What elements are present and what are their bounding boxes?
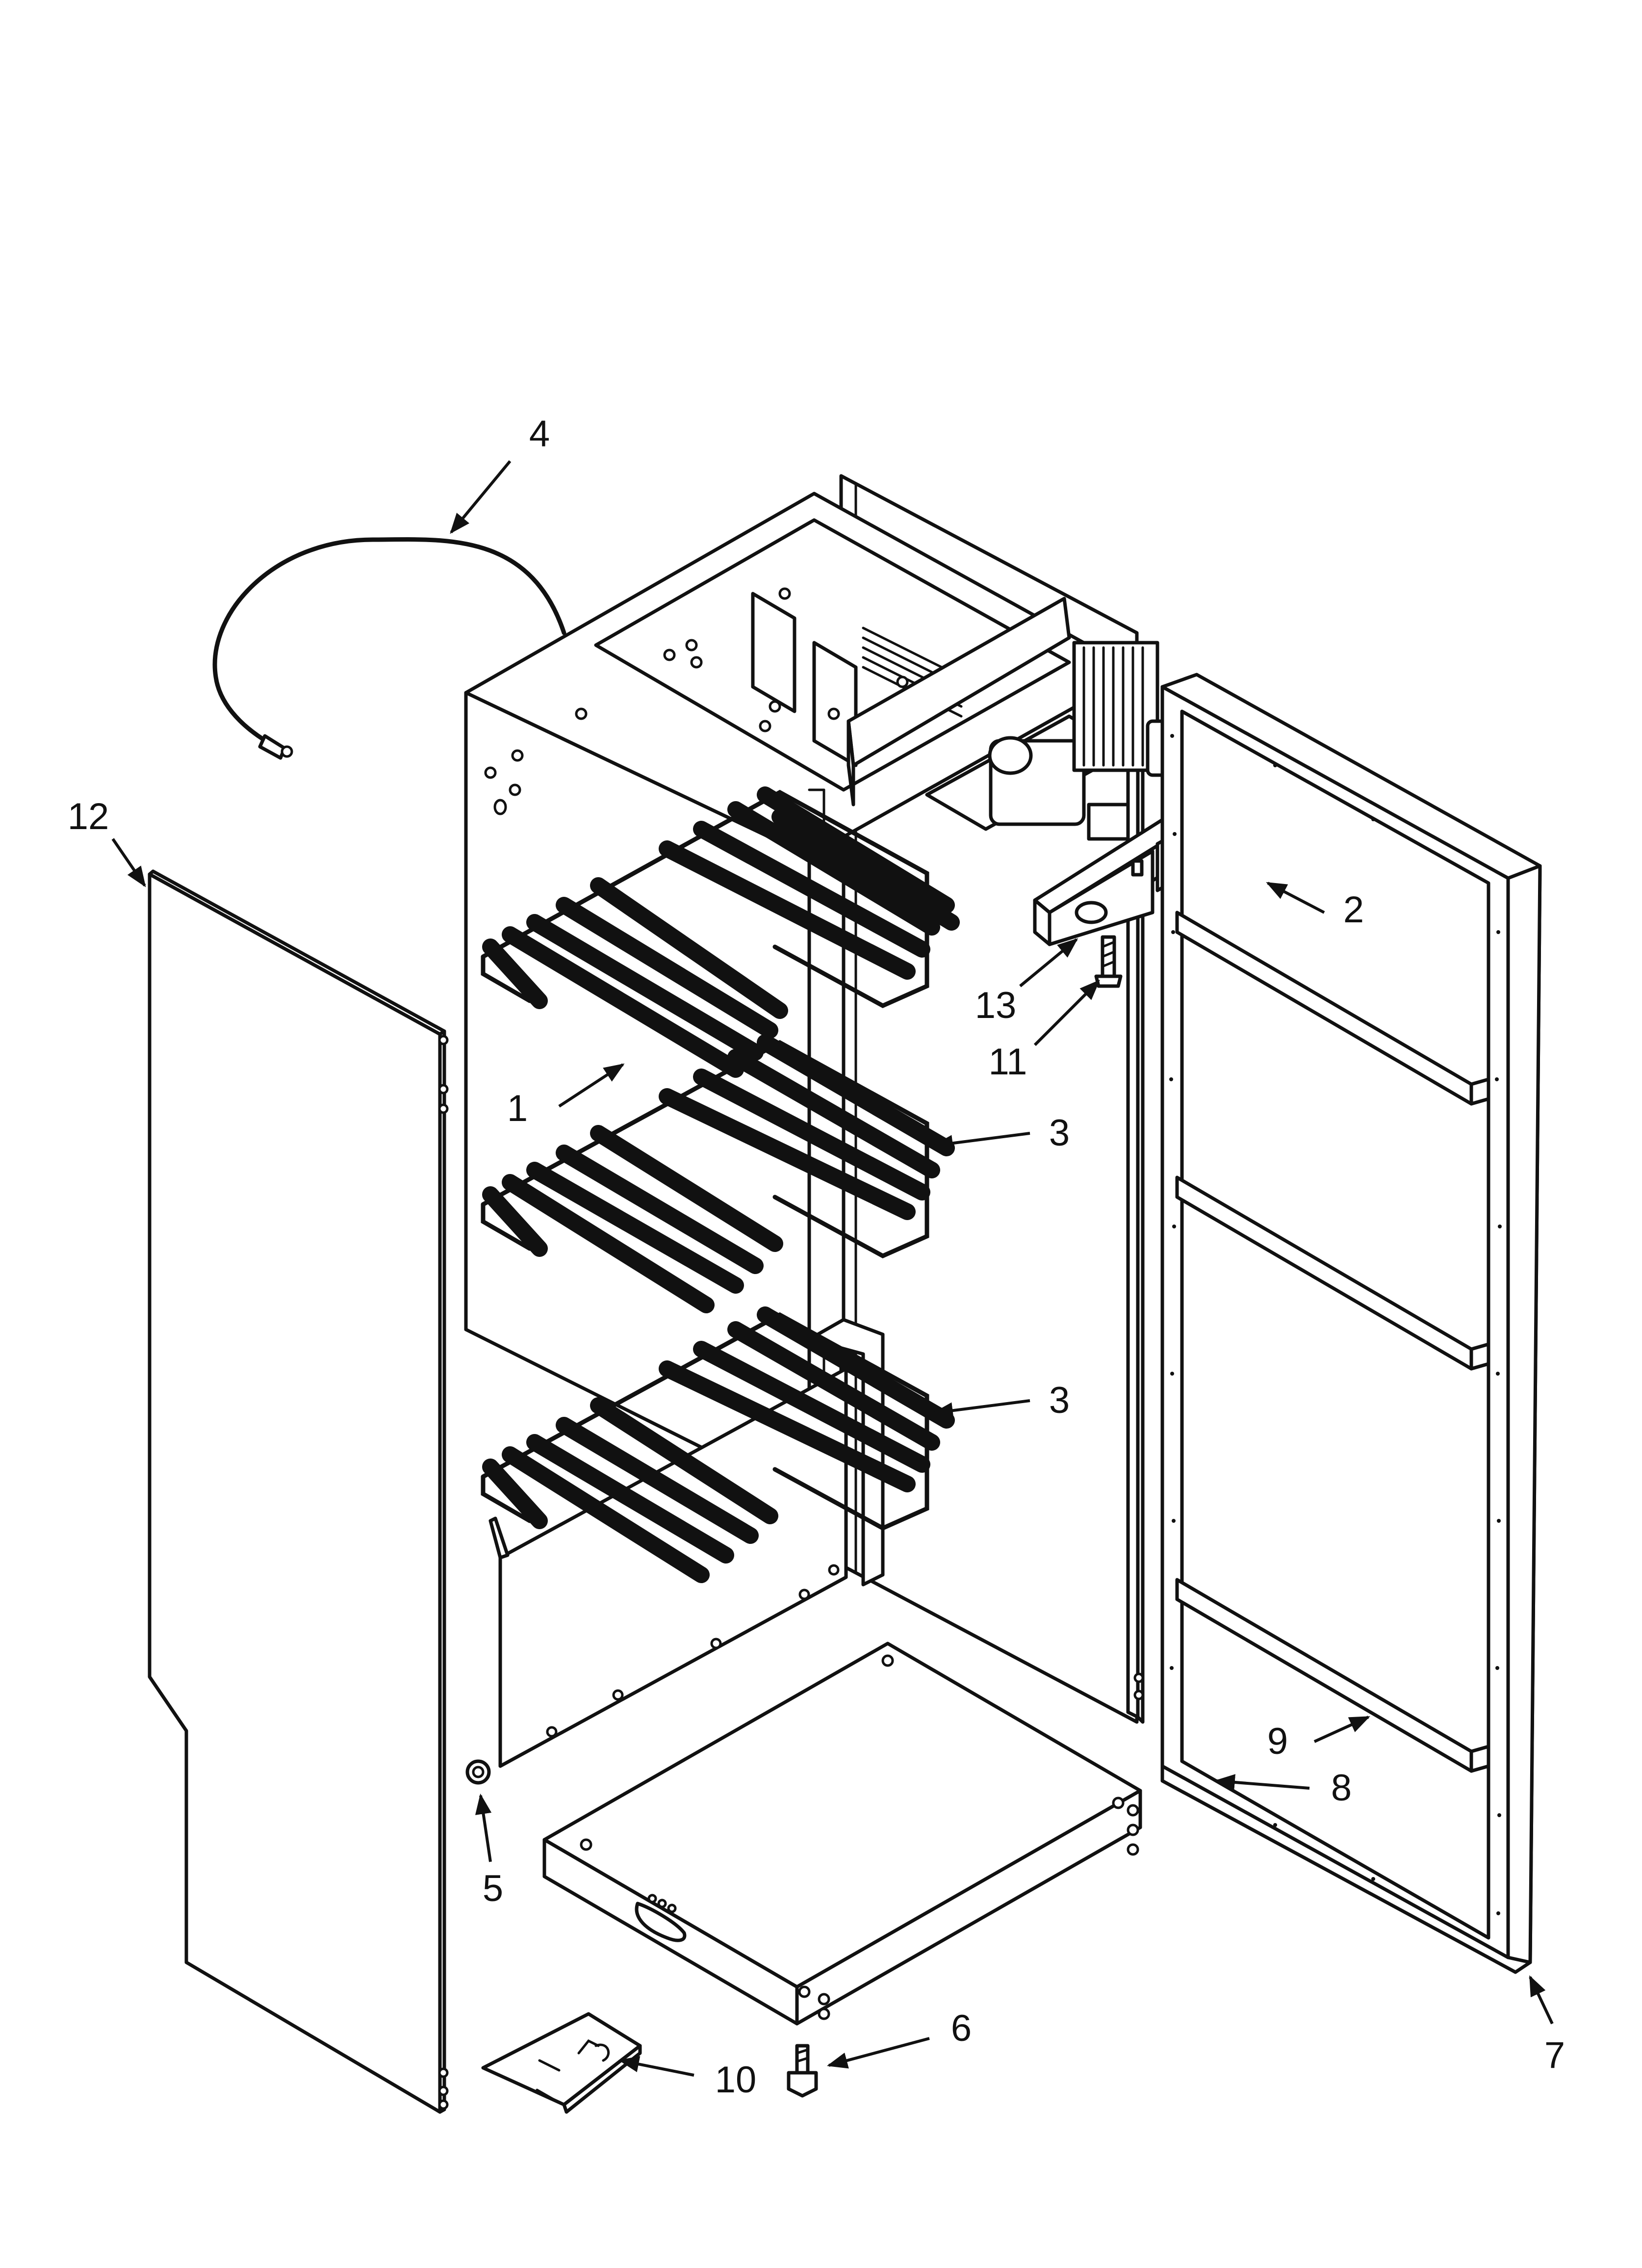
- callout-2: 2: [1343, 889, 1364, 931]
- leader-11: [1033, 980, 1100, 1046]
- door-foam-texture: [1169, 734, 1502, 1915]
- leader-12: [111, 838, 146, 887]
- leveling-leg: [787, 2044, 818, 2098]
- callout-4: 4: [529, 413, 550, 455]
- side-panel: [148, 869, 449, 2114]
- callout-10: 10: [715, 2059, 757, 2101]
- door: [1160, 673, 1542, 1974]
- callout-13: 13: [975, 985, 1017, 1026]
- base-pan: [542, 1642, 1142, 2026]
- callout-9: 9: [1267, 1721, 1288, 1762]
- leader-10: [618, 2056, 694, 2077]
- leader-4: [450, 460, 512, 534]
- wire-shelf-top: [481, 786, 960, 1078]
- power-cord: [212, 537, 566, 760]
- callout-7: 7: [1544, 2034, 1565, 2076]
- callout-3a: 3: [1049, 1112, 1070, 1154]
- callout-12: 12: [68, 796, 109, 837]
- cabinet: [464, 474, 1145, 1768]
- callout-labels: 1 2 3 3 4 5 6 7 8 9 10 11 12 13: [68, 413, 1565, 2101]
- callout-6: 6: [951, 2007, 972, 2049]
- leader-9: [1313, 1716, 1370, 1743]
- leader-5: [475, 1793, 492, 1862]
- callout-5: 5: [483, 1868, 503, 1909]
- leader-1: [558, 1063, 625, 1108]
- leader-8: [1214, 1774, 1310, 1791]
- leader-lines: [111, 460, 1554, 2077]
- callout-11: 11: [989, 1041, 1027, 1083]
- callout-1: 1: [507, 1088, 528, 1129]
- bumper-plug: [465, 1759, 491, 1785]
- callout-3b: 3: [1049, 1380, 1070, 1421]
- wire-shelf-middle: [481, 1034, 955, 1313]
- leader-13: [1019, 938, 1078, 988]
- leader-3b: [932, 1399, 1030, 1419]
- leader-6: [826, 2037, 930, 2069]
- leader-3a: [932, 1132, 1030, 1151]
- leader-7: [1529, 1975, 1554, 2025]
- instruction-card: [481, 2012, 642, 2114]
- callout-8: 8: [1331, 1767, 1352, 1809]
- leader-2: [1266, 882, 1325, 914]
- wire-shelf-bottom: [481, 1306, 955, 1583]
